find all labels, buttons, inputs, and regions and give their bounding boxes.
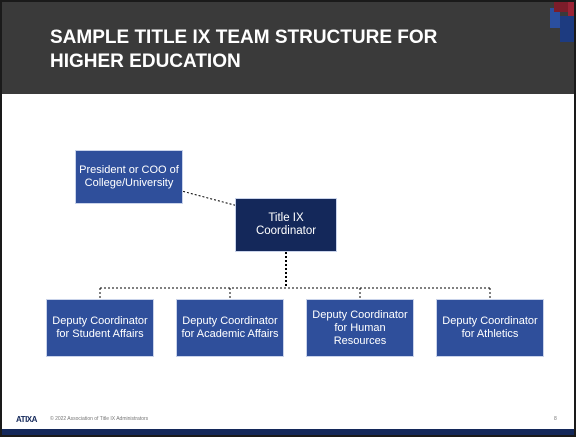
copyright-text: © 2022 Association of Title IX Administr… bbox=[50, 416, 149, 422]
slide-header: SAMPLE TITLE IX TEAM STRUCTURE FOR HIGHE… bbox=[2, 2, 574, 94]
slide-title: SAMPLE TITLE IX TEAM STRUCTURE FOR HIGHE… bbox=[50, 27, 438, 72]
connector-president-coordinator bbox=[128, 176, 239, 207]
logo-text: ATIXA bbox=[16, 415, 37, 424]
corner-accent bbox=[568, 2, 574, 16]
corner-accent bbox=[554, 2, 568, 12]
corner-accent bbox=[560, 16, 574, 42]
president-box: President or COO of College/University bbox=[75, 150, 183, 204]
deputy-student-affairs-box: Deputy Coordinator for Student Affairs bbox=[46, 299, 154, 357]
atixa-logo: ATIXA bbox=[16, 415, 42, 424]
deputy-academic-affairs-box: Deputy Coordinator for Academic Affairs bbox=[176, 299, 284, 357]
footer-bar bbox=[2, 429, 574, 435]
page-number: 8 bbox=[554, 416, 557, 422]
corner-accent bbox=[550, 8, 560, 28]
deputy-athletics-box: Deputy Coordinator for Athletics bbox=[436, 299, 544, 357]
deputy-human-resources-box: Deputy Coordinator for Human Resources bbox=[306, 299, 414, 357]
title-ix-coordinator-box: Title IX Coordinator bbox=[235, 198, 337, 252]
